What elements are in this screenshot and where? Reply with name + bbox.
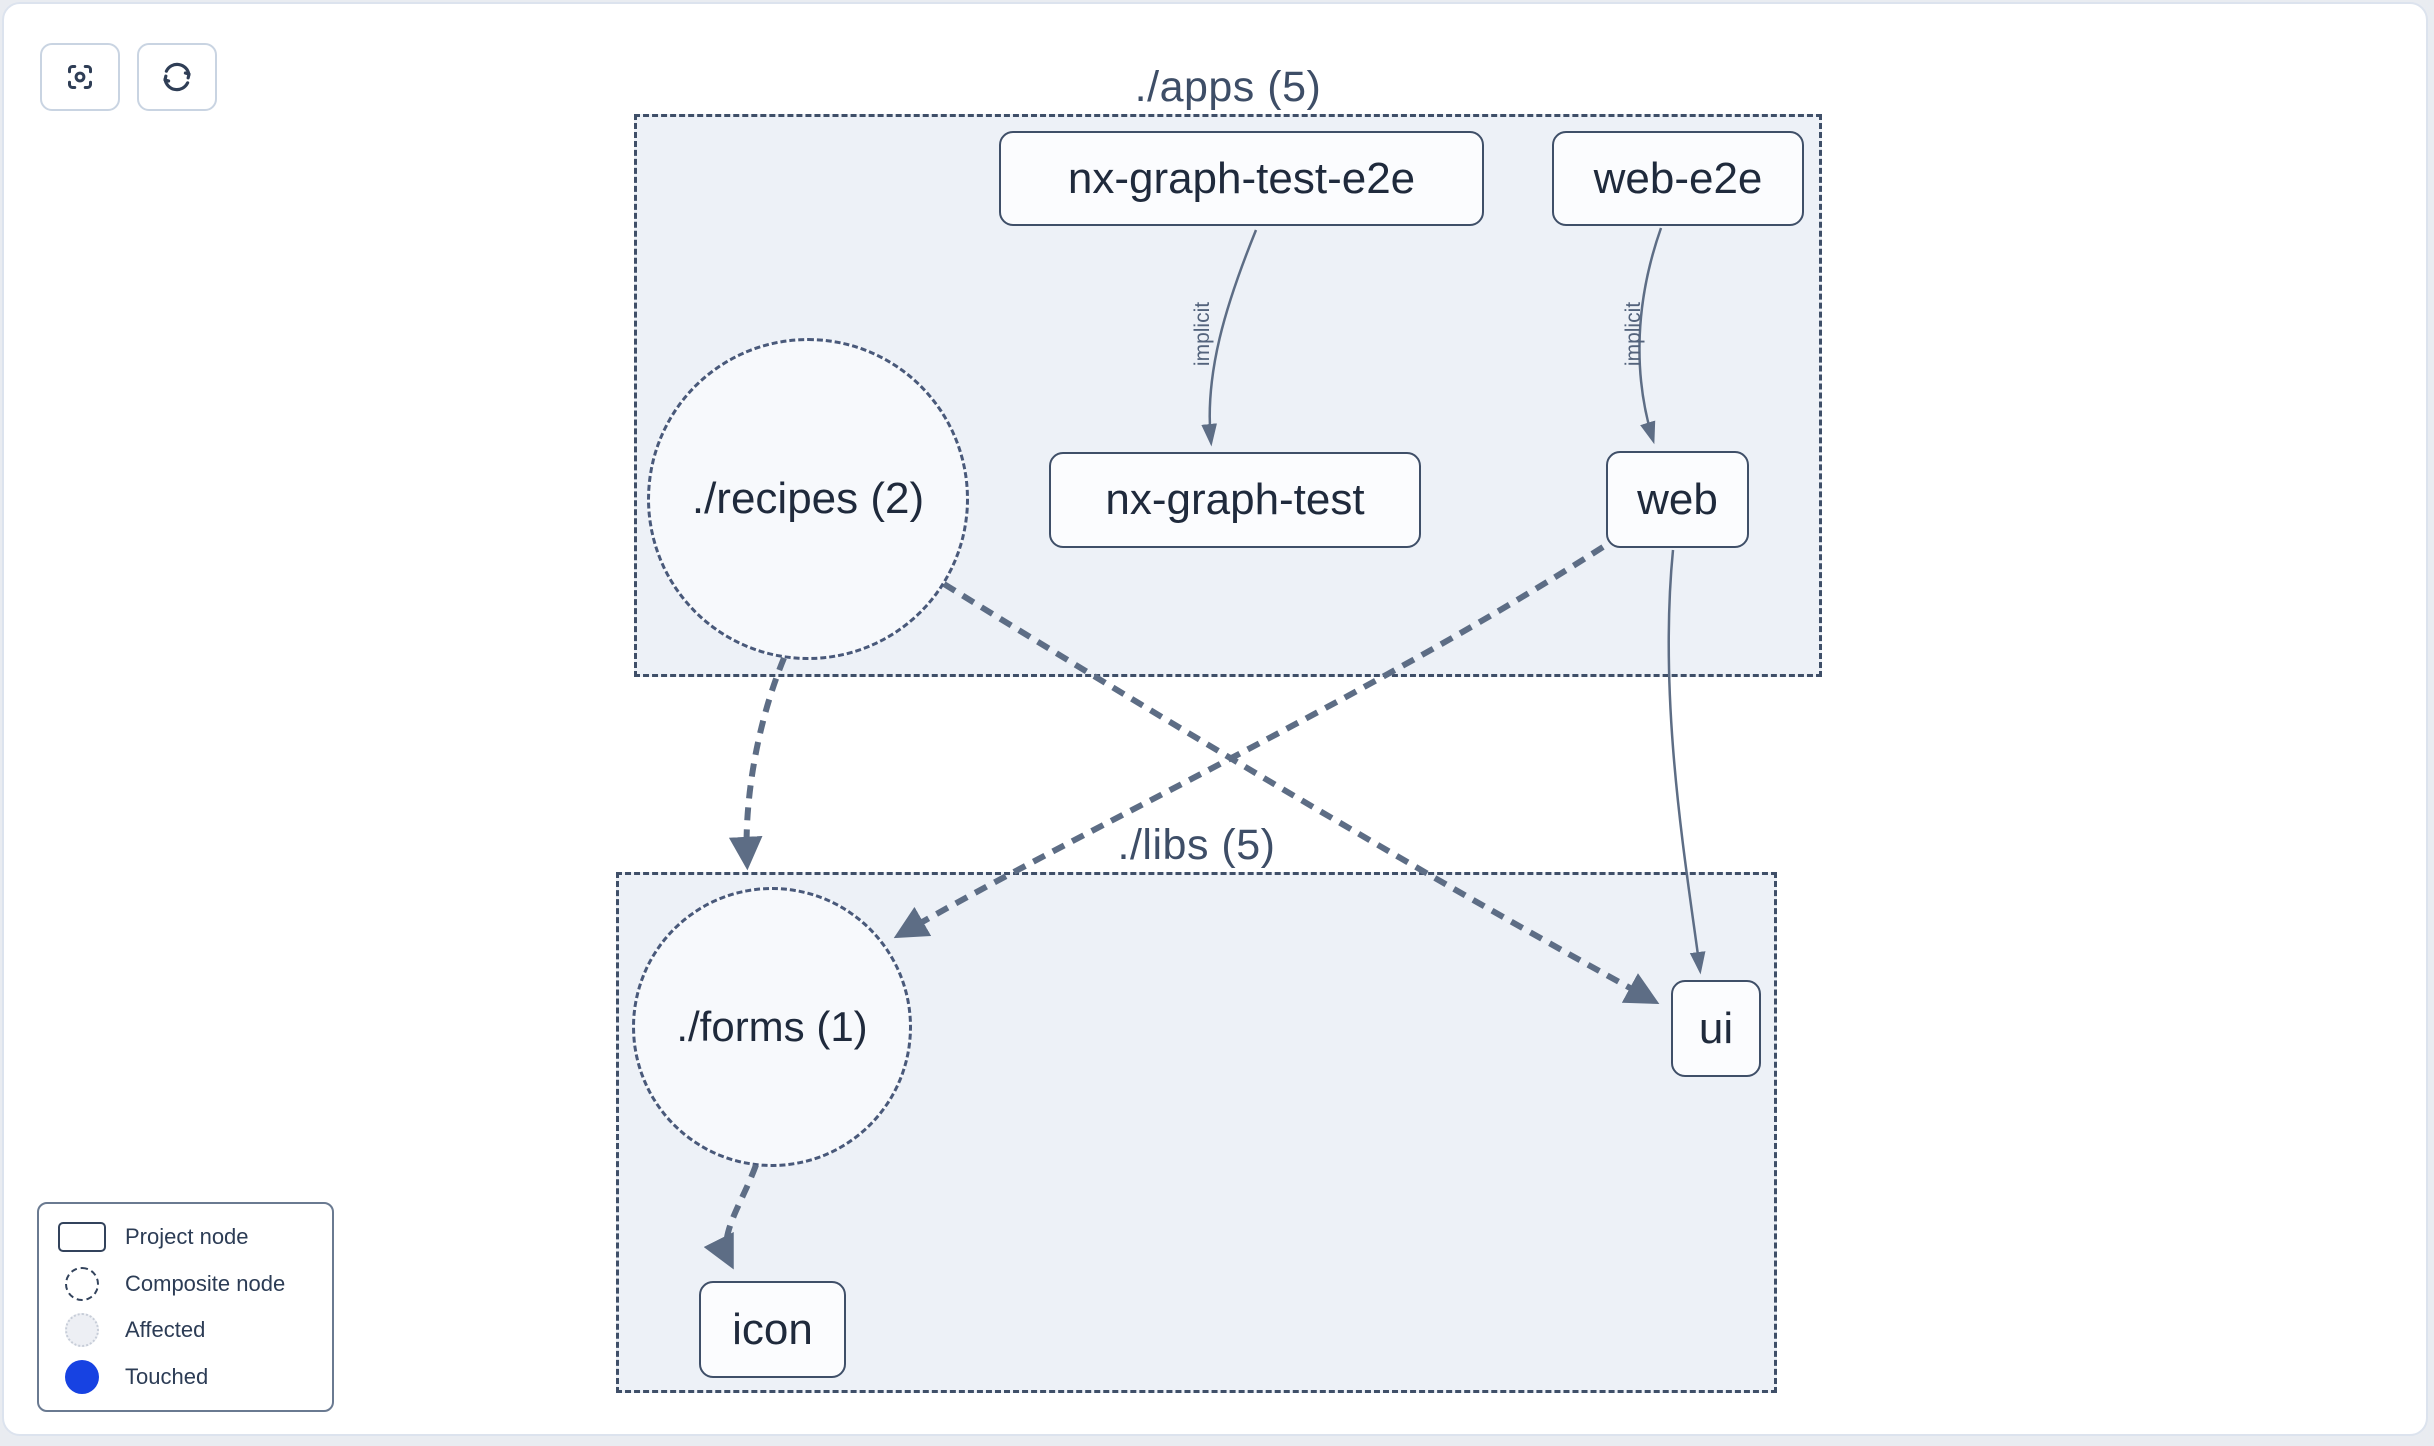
node-web[interactable]: web	[1606, 451, 1749, 548]
node-forms[interactable]: ./forms (1)	[632, 887, 912, 1167]
legend-label-touched: Touched	[125, 1363, 209, 1389]
node-ui[interactable]: ui	[1671, 980, 1761, 1077]
touched-key-icon	[39, 1359, 125, 1394]
node-web-e2e-label: web-e2e	[1593, 153, 1763, 203]
node-nx-graph-test-label: nx-graph-test	[1105, 475, 1365, 524]
legend-item-composite-node: Composite node	[39, 1262, 332, 1306]
project-node-key-icon	[39, 1222, 125, 1253]
node-forms-label: ./forms (1)	[676, 1003, 868, 1050]
node-recipes-label: ./recipes (2)	[691, 474, 925, 523]
group-libs-title: ./libs (5)	[1117, 821, 1276, 869]
node-icon-label: icon	[732, 1304, 813, 1354]
legend-item-project-node: Project node	[39, 1215, 332, 1259]
affected-key-icon	[39, 1313, 125, 1348]
legend: Project node Composite node Affected Tou…	[37, 1202, 334, 1412]
focus-button[interactable]	[40, 43, 120, 111]
node-nx-graph-test[interactable]: nx-graph-test	[1049, 452, 1421, 548]
refresh-button[interactable]	[137, 43, 217, 111]
legend-label-project-node: Project node	[125, 1224, 249, 1250]
node-nx-graph-test-e2e-label: nx-graph-test-e2e	[1067, 153, 1416, 203]
group-apps-title: ./apps (5)	[1134, 63, 1322, 111]
refresh-icon	[158, 58, 196, 96]
node-web-e2e[interactable]: web-e2e	[1552, 131, 1804, 226]
node-nx-graph-test-e2e[interactable]: nx-graph-test-e2e	[999, 131, 1484, 226]
focus-target-icon	[62, 59, 98, 95]
composite-node-key-icon	[39, 1266, 125, 1301]
legend-label-composite-node: Composite node	[125, 1270, 286, 1296]
node-icon[interactable]: icon	[699, 1281, 846, 1378]
graph-stage[interactable]: ./apps (5) ./libs (5) ./recipes (2) ./fo…	[4, 4, 2426, 1434]
legend-item-affected: Affected	[39, 1308, 332, 1352]
legend-label-affected: Affected	[125, 1317, 206, 1343]
legend-item-touched: Touched	[39, 1355, 332, 1399]
node-ui-label: ui	[1698, 1003, 1734, 1053]
node-web-label: web	[1637, 474, 1718, 524]
node-recipes[interactable]: ./recipes (2)	[647, 338, 969, 660]
